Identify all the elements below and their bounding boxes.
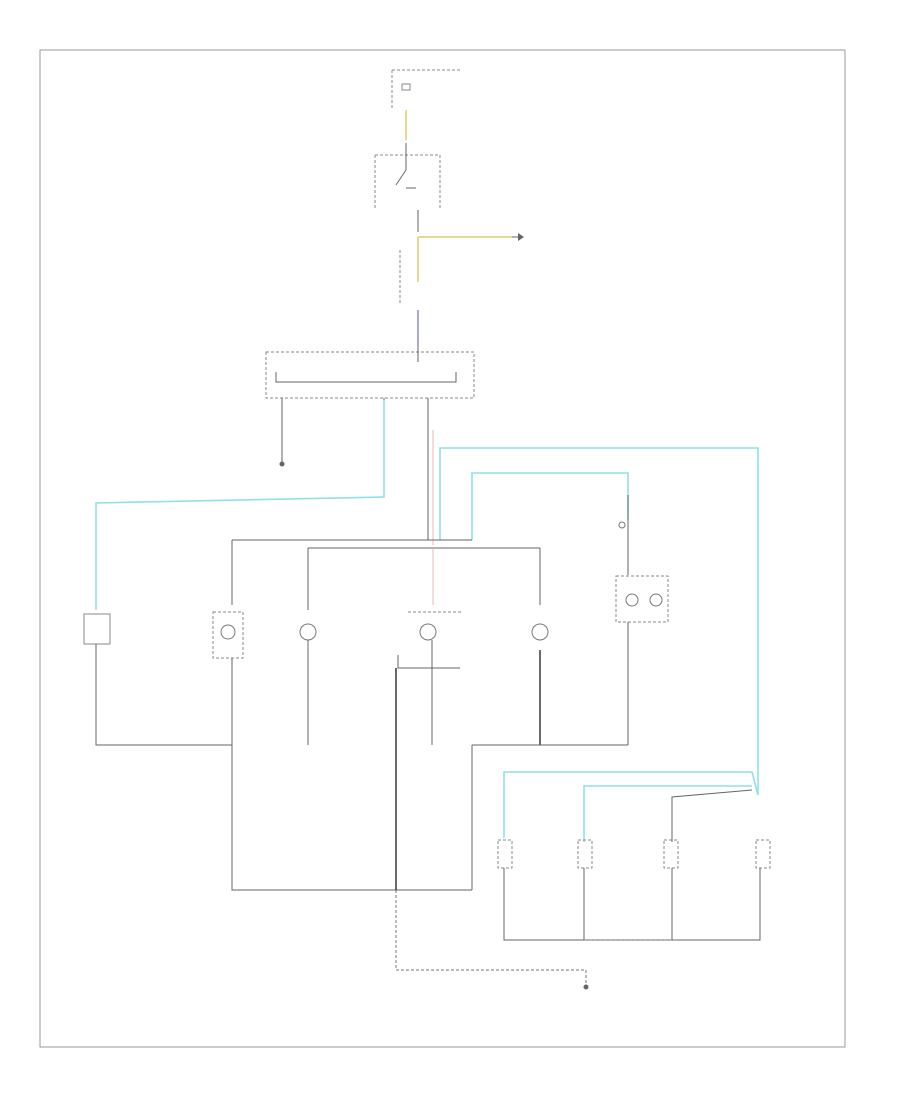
cyan-wire-right (439, 447, 759, 795)
ground-icon (583, 984, 589, 990)
bulb-icon (299, 623, 317, 641)
wire-to-ground-lower (395, 890, 587, 985)
arrow-to-trailer-icon (518, 233, 524, 241)
cyan-wire-inner (471, 472, 629, 540)
heater-a-c-control (531, 623, 549, 641)
radio (83, 613, 111, 645)
bulb-icon (419, 623, 437, 641)
dash-light-switch (374, 143, 441, 210)
dash-light-dimmer (265, 345, 475, 399)
diagram-frame (39, 49, 846, 1048)
bulb-icon (649, 593, 663, 607)
bulb-icon (531, 623, 549, 641)
ground-icon (279, 461, 285, 467)
bulb-icon (625, 593, 639, 607)
clock-bulb-icon (618, 521, 626, 529)
instrument-cluster (408, 611, 462, 641)
combination-switch (615, 575, 669, 623)
power-distribution-box (391, 69, 460, 110)
bulb-icon (220, 624, 236, 640)
left-rear-power-window-switch (577, 839, 593, 869)
cruise-control-switch (212, 611, 244, 659)
ground-upper (279, 461, 285, 467)
right-rear-power-window-switch (755, 839, 771, 869)
right-power-window-switch (663, 839, 679, 869)
dual-mode-dimming-module (399, 237, 419, 305)
cyan-wire-left (95, 400, 385, 610)
ashtray-illumination (299, 623, 317, 641)
clock (618, 495, 629, 575)
ground-lower (583, 984, 589, 990)
left-power-window-switch (497, 839, 513, 869)
